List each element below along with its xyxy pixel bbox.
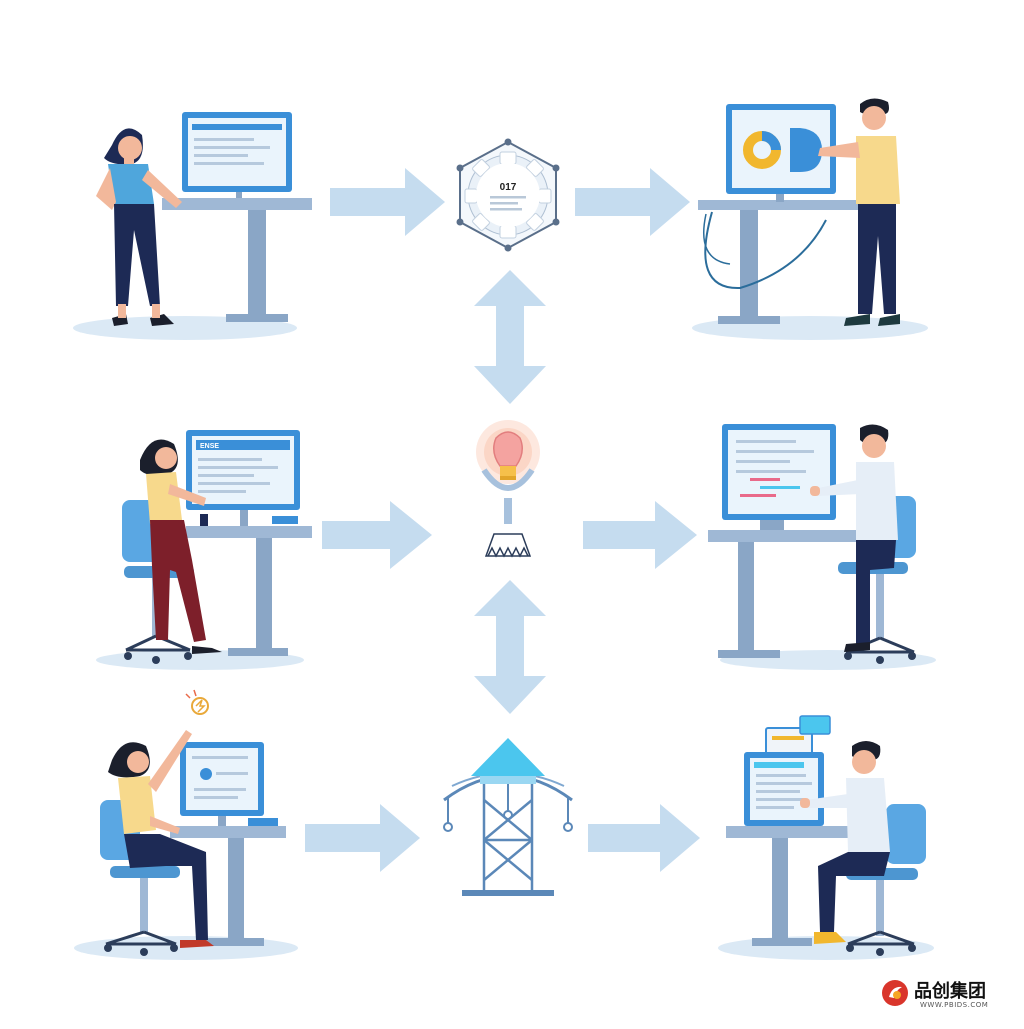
arrow-right <box>305 804 420 872</box>
brand-logo-icon <box>882 980 908 1006</box>
monitor <box>722 424 836 530</box>
arrow-right <box>588 804 700 872</box>
watermark: 品创集团 WWW.PBIDS.COM <box>880 976 1010 1016</box>
workstation-middle-left: ENSE <box>96 430 312 670</box>
watermark-title: 品创集团 <box>914 981 986 1002</box>
person <box>108 730 214 948</box>
flow-arrows <box>305 168 700 872</box>
workstation-middle-right <box>708 424 936 670</box>
arrow-up-down <box>474 580 546 714</box>
donut-chart-icon <box>743 128 822 172</box>
arrow-right <box>583 501 697 569</box>
monitor <box>180 742 264 826</box>
monitor <box>726 104 836 202</box>
monitor <box>744 752 824 826</box>
person <box>810 424 898 652</box>
workstation-top-right <box>692 98 928 340</box>
lightbulb-icon <box>476 420 540 558</box>
monitor: ENSE <box>186 430 300 526</box>
arrow-up-down <box>474 270 546 404</box>
monitor <box>182 112 292 198</box>
person <box>140 439 222 654</box>
person <box>818 98 900 326</box>
watermark-url: WWW.PBIDS.COM <box>920 1001 989 1009</box>
tower-crane-icon <box>443 738 573 896</box>
workstation-bottom-right <box>718 715 934 960</box>
arrow-right <box>330 168 445 236</box>
workstation-top-left <box>73 112 312 340</box>
arrow-right <box>322 501 432 569</box>
gear-label: 017 <box>500 182 517 193</box>
person <box>800 741 890 944</box>
arrow-right <box>575 168 690 236</box>
screen-label: ENSE <box>200 443 219 450</box>
person <box>96 128 182 326</box>
gear-hexagon-icon: 017 <box>456 138 560 252</box>
workstation-bottom-left <box>74 689 298 960</box>
